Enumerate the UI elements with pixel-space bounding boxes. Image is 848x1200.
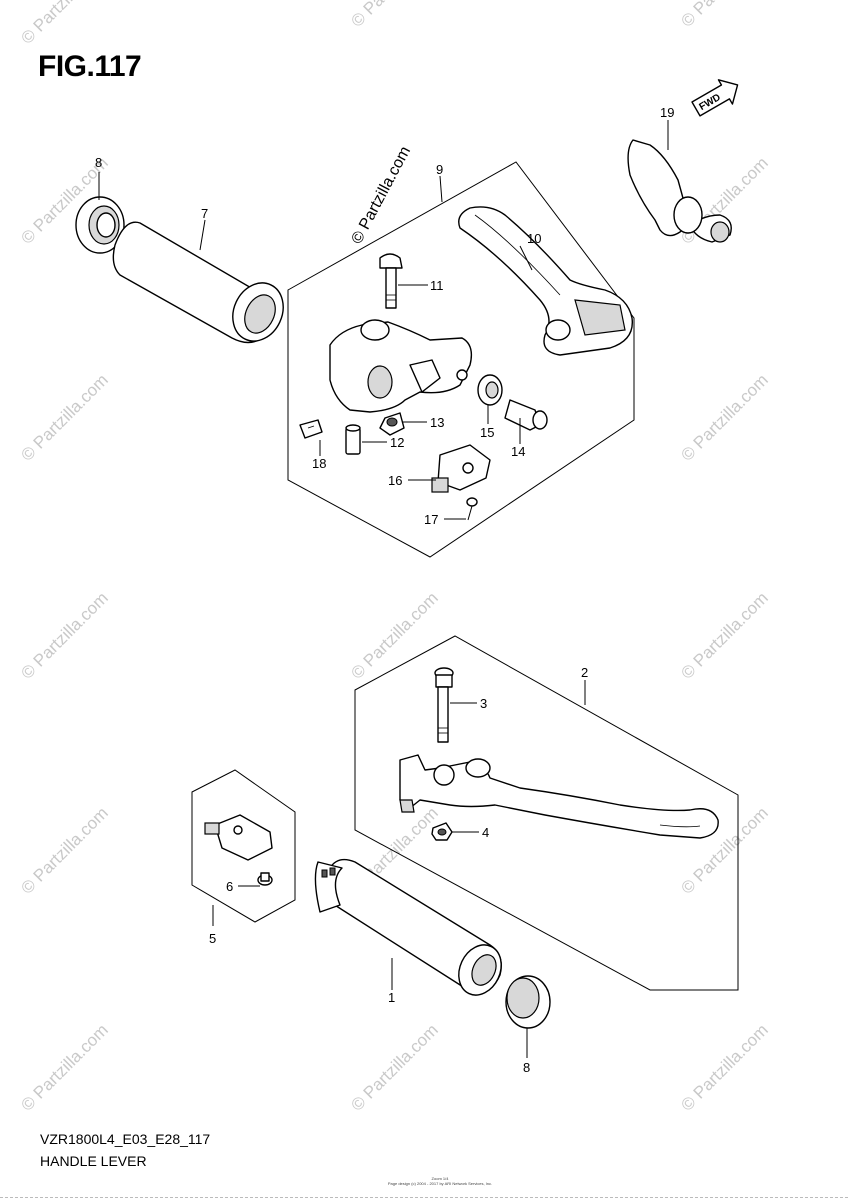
model-code: VZR1800L4_E03_E28_117 — [40, 1131, 211, 1147]
part-8-grip-end-cap — [505, 975, 551, 1029]
callout-15: 15 — [480, 425, 494, 440]
page-bottom-border — [0, 1197, 848, 1198]
watermark: © Partzilla.com — [677, 588, 771, 682]
fine-print-copyright: Page design (c) 2004 - 2017 by ARI Netwo… — [387, 1181, 493, 1186]
part-12-collar — [345, 424, 361, 455]
watermark: © Partzilla.com — [17, 803, 111, 897]
watermark: © Partzilla.com — [17, 0, 111, 48]
part-7-handlebar-grip — [112, 221, 284, 344]
callout-11: 11 — [430, 278, 444, 293]
callout-14: 14 — [511, 444, 525, 459]
callout-12: 12 — [390, 435, 404, 450]
callout-7: 7 — [201, 206, 208, 221]
part-2-brake-lever — [399, 754, 719, 839]
fine-print-zoom: Zoom 1/4 — [431, 1176, 449, 1181]
callout-3: 3 — [480, 696, 487, 711]
part-6-screw — [257, 872, 273, 886]
assembly-2-boundary — [354, 635, 739, 991]
part-14-adjuster-bolt — [504, 399, 548, 431]
callout-8-top: 8 — [95, 155, 102, 170]
assembly-5-boundary — [191, 769, 296, 923]
part-9-lever-bracket — [329, 319, 473, 413]
callout-9: 9 — [436, 162, 443, 177]
watermark: © Partzilla.com — [677, 0, 771, 31]
watermark: © Partzilla.com — [17, 370, 111, 464]
section-name: HANDLE LEVER — [40, 1153, 147, 1169]
callout-2: 2 — [581, 665, 588, 680]
part-19-cover — [627, 139, 732, 243]
callout-13: 13 — [430, 415, 444, 430]
part-4-nut — [431, 822, 453, 841]
part-3-pivot-bolt — [434, 667, 454, 743]
part-17-screw — [466, 497, 478, 521]
callout-19: 19 — [660, 105, 674, 120]
watermark: © Partzilla.com — [17, 1020, 111, 1114]
leader-10 — [519, 245, 533, 271]
part-16-clutch-switch — [431, 444, 491, 493]
part-8-grip-end-cap — [75, 196, 125, 254]
watermark: © Partzilla.com — [17, 588, 111, 682]
part-10-clutch-lever — [458, 206, 634, 356]
callout-8-bottom: 8 — [523, 1060, 530, 1075]
callout-17: 17 — [424, 512, 438, 527]
figure-title: FIG.117 — [38, 50, 142, 83]
callout-18: 18 — [312, 456, 326, 471]
part-1-throttle-grip — [314, 858, 502, 996]
callout-5: 5 — [209, 931, 216, 946]
callout-labels: 8 7 9 10 11 13 12 15 14 18 16 17 19 2 3 … — [95, 105, 674, 1075]
leader-7 — [199, 219, 206, 251]
callout-16: 16 — [388, 473, 402, 488]
part-5-brake-switch — [204, 814, 273, 861]
watermark-dark: © Partzilla.com — [349, 144, 415, 247]
part-18-screw — [299, 419, 323, 439]
part-11-pivot-bolt — [379, 253, 403, 309]
callout-10: 10 — [527, 231, 541, 246]
part-13-nut — [379, 412, 405, 436]
callout-6: 6 — [226, 879, 233, 894]
assembly-9-boundary — [287, 161, 635, 558]
leader-9 — [439, 175, 443, 203]
callout-4: 4 — [482, 825, 489, 840]
callout-1: 1 — [388, 990, 395, 1005]
fwd-badge: FWD — [691, 79, 739, 117]
watermark: © Partzilla.com — [677, 370, 771, 464]
watermark: © Partzilla.com — [347, 1020, 441, 1114]
part-15-adjuster-wheel — [477, 374, 503, 406]
watermark: © Partzilla.com — [677, 1020, 771, 1114]
watermark: © Partzilla.com — [347, 0, 441, 31]
